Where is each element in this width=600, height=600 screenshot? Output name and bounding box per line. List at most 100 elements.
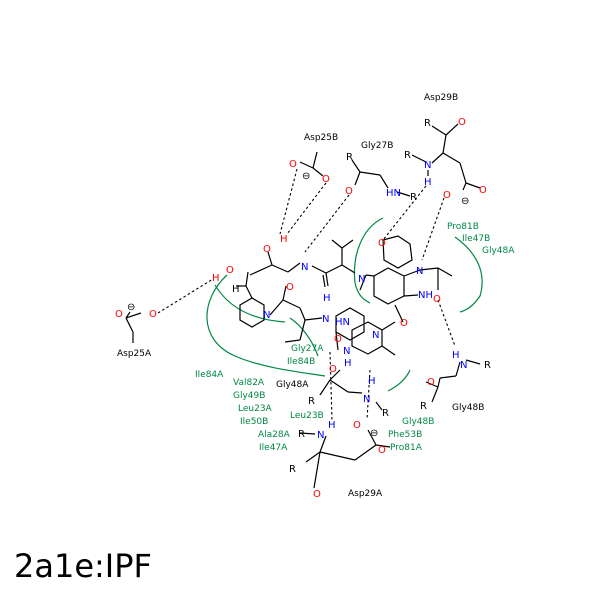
atom-h-carbon: H bbox=[232, 284, 240, 295]
hbond-asp29a bbox=[366, 369, 371, 421]
residue-labels: Asp29B Asp25B Gly27B Asp25A Gly48A Gly48… bbox=[117, 93, 484, 499]
hydrophobic-arc-left-inner bbox=[214, 284, 286, 323]
atom-r: R bbox=[484, 360, 491, 371]
hyd-leu23a: Leu23A bbox=[238, 404, 273, 414]
atom-o: O bbox=[353, 420, 361, 431]
nitrogen-atoms: N N N N N N N N N N N NH HN HN bbox=[263, 160, 467, 441]
hyd-ile50b: Ile50B bbox=[240, 417, 268, 427]
hyd-ala28a: Ala28A bbox=[258, 430, 291, 440]
atom-h: H bbox=[424, 177, 432, 188]
atom-r: R bbox=[424, 118, 431, 129]
hyd-gly48b: Gly48B bbox=[402, 417, 434, 427]
hyd-ile84a: Ile84A bbox=[195, 370, 224, 380]
atom-n: N bbox=[460, 360, 467, 371]
hbond-asp25b-o1 bbox=[279, 168, 298, 235]
hyd-phe53b: Phe53B bbox=[388, 430, 422, 440]
atom-o: O bbox=[378, 445, 386, 456]
atom-hn: HN bbox=[386, 188, 401, 199]
residue-asp25a: Asp25A bbox=[117, 349, 152, 359]
atom-h: H bbox=[368, 376, 376, 387]
atom-n: N bbox=[372, 330, 379, 341]
atom-n: N bbox=[416, 266, 423, 277]
hyd-gly27a: Gly27A bbox=[291, 344, 324, 354]
atom-h: H bbox=[344, 358, 352, 369]
atom-o: O bbox=[329, 364, 337, 375]
residue-asp29b: Asp29B bbox=[424, 93, 458, 103]
atom-r: R bbox=[420, 401, 427, 412]
atom-n: N bbox=[301, 262, 308, 273]
minus-charge-icon: ⊖ bbox=[302, 171, 310, 182]
atom-nh: NH bbox=[418, 290, 433, 301]
hyd-leu23b: Leu23B bbox=[290, 411, 324, 421]
hyd-gly48a-top: Gly48A bbox=[482, 246, 515, 256]
hydrophobic-labels: Pro81B Ile47B Gly48A Gly27A Ile84B Ile84… bbox=[195, 222, 515, 453]
atom-n: N bbox=[322, 314, 329, 325]
atom-o: O bbox=[400, 318, 408, 329]
hyd-ile47b: Ile47B bbox=[462, 234, 490, 244]
atom-h: H bbox=[323, 293, 331, 304]
hbond-asp25b-o2 bbox=[286, 182, 327, 235]
atom-hn: HN bbox=[335, 317, 350, 328]
hbond-gly48a bbox=[329, 351, 333, 421]
minus-charge-icon: ⊖ bbox=[461, 196, 469, 207]
atom-o: O bbox=[378, 238, 386, 249]
residue-gly27b: Gly27B bbox=[361, 141, 393, 151]
atom-o: O bbox=[427, 377, 435, 388]
atom-n: N bbox=[358, 274, 365, 285]
atom-r: R bbox=[346, 152, 353, 163]
atom-o: O bbox=[433, 294, 441, 305]
atom-n: N bbox=[317, 430, 324, 441]
atom-o: O bbox=[289, 159, 297, 170]
hyd-ile84b: Ile84B bbox=[287, 357, 315, 367]
r-atoms: R R R R R R R R R R bbox=[289, 118, 491, 475]
hbond-asp29b-n bbox=[382, 185, 427, 241]
atom-h: H bbox=[452, 350, 460, 361]
atom-n: N bbox=[343, 346, 350, 357]
hyd-pro81a: Pro81A bbox=[390, 443, 423, 453]
hyd-pro81b: Pro81B bbox=[447, 222, 479, 232]
atom-r: R bbox=[410, 192, 417, 203]
atom-n: N bbox=[363, 394, 370, 405]
hyd-gly49b: Gly49B bbox=[233, 391, 265, 401]
atom-r: R bbox=[298, 429, 305, 440]
atom-r: R bbox=[289, 464, 296, 475]
atom-o: O bbox=[226, 265, 234, 276]
atom-n: N bbox=[263, 310, 270, 321]
hydrogen-atoms: H H H H H H H H H bbox=[212, 177, 460, 431]
minus-charge-icon: ⊖ bbox=[127, 302, 135, 313]
atom-o: O bbox=[479, 185, 487, 196]
atom-o: O bbox=[334, 334, 342, 345]
atom-r: R bbox=[382, 408, 389, 419]
atom-r: R bbox=[308, 396, 315, 407]
hyd-val82a: Val82A bbox=[233, 378, 265, 388]
charge-symbols: ⊖ ⊖ ⊖ ⊖ bbox=[127, 171, 469, 439]
minus-charge-icon: ⊖ bbox=[370, 428, 378, 439]
atom-o: O bbox=[443, 190, 451, 201]
hydrophobic-arc-bottom bbox=[387, 369, 411, 392]
residue-asp29a: Asp29A bbox=[348, 489, 383, 499]
hbond-asp29b-o bbox=[421, 197, 445, 261]
hydrophobic-arc-right bbox=[454, 236, 483, 313]
hbond-gly27b bbox=[304, 194, 350, 253]
oxygen-atoms: O O O O O O O O O O O O O O O O O O O O bbox=[115, 117, 487, 500]
hbond-gly48b bbox=[437, 299, 456, 347]
atom-o: O bbox=[115, 309, 123, 320]
bonds bbox=[125, 123, 481, 489]
residue-gly48b: Gly48B bbox=[452, 403, 484, 413]
atom-r: R bbox=[404, 150, 411, 161]
hydrophobic-arc-middle bbox=[289, 317, 319, 357]
atom-o: O bbox=[322, 174, 330, 185]
atom-n: N bbox=[424, 160, 431, 171]
atom-h-polar: H bbox=[212, 273, 220, 284]
hbond-asp25a bbox=[157, 278, 214, 314]
atom-h: H bbox=[328, 420, 336, 431]
ligand-caption: 2a1e:IPF bbox=[14, 547, 152, 585]
atom-h-polar: H bbox=[280, 234, 288, 245]
residue-gly48a: Gly48A bbox=[276, 380, 309, 390]
hydrogen-bonds bbox=[157, 168, 456, 421]
hyd-ile47a: Ile47A bbox=[259, 443, 288, 453]
atom-o: O bbox=[313, 489, 321, 500]
residue-asp25b: Asp25B bbox=[304, 133, 338, 143]
atom-o: O bbox=[345, 186, 353, 197]
